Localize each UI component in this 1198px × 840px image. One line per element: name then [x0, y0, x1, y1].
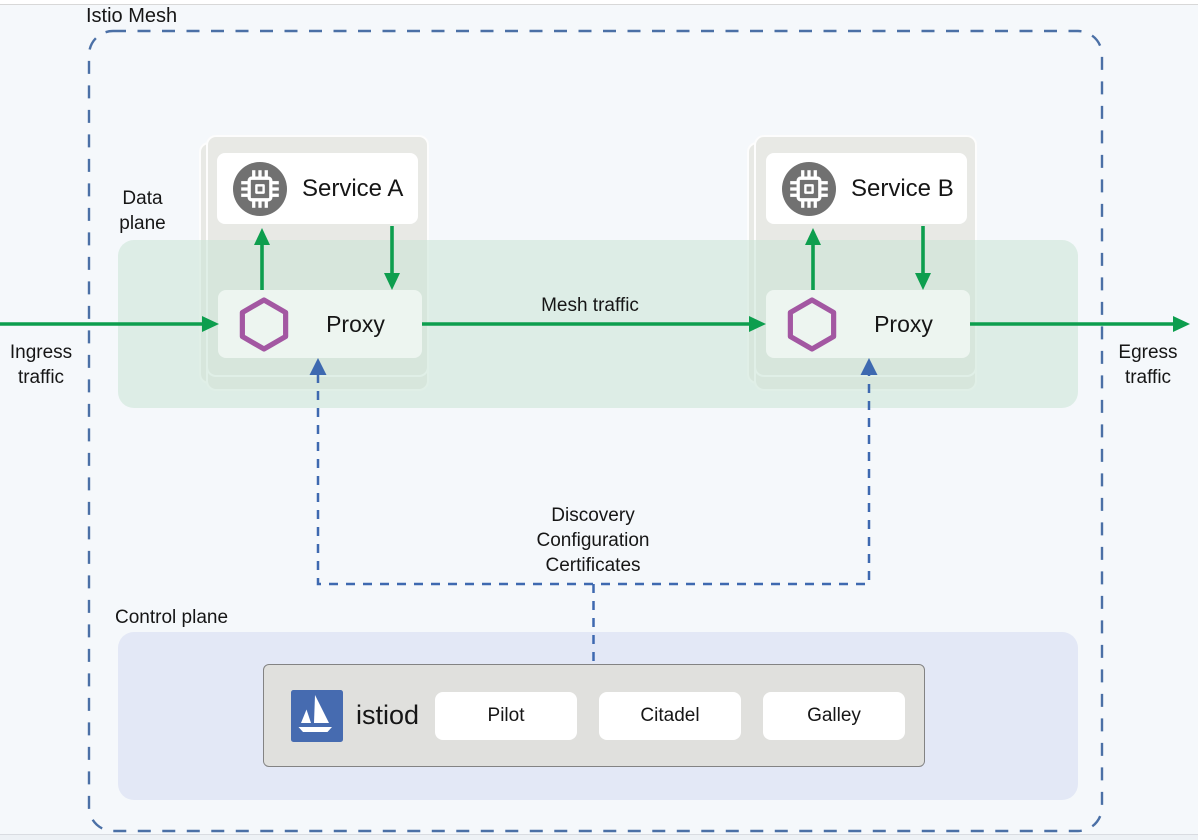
istiod-component-citadel: Citadel [599, 692, 741, 740]
service-a-label: Service A [302, 174, 404, 202]
cpu-chip-icon [233, 161, 287, 216]
bottom-edge-divider [0, 834, 1198, 840]
proxy-a-box: Proxy [218, 290, 422, 358]
egress-traffic-label: Egress traffic [1118, 342, 1178, 388]
istio-sailboat-logo [291, 690, 343, 742]
proxy-b-box: Proxy [766, 290, 970, 358]
control-plane-label: Control plane [115, 607, 229, 628]
service-a-card: Service A [217, 153, 418, 224]
proxy-b-label: Proxy [874, 310, 933, 337]
mesh-traffic-label: Mesh traffic [541, 295, 639, 316]
data-plane-label: Data plane [119, 188, 166, 234]
istiod-component-galley: Galley [763, 692, 905, 740]
service-b-card: Service B [766, 153, 967, 224]
discovery-label: Discovery [551, 505, 635, 526]
top-edge-divider [0, 0, 1198, 5]
istiod-label: istiod [356, 700, 420, 730]
istiod-box: istiod Pilot Citadel Galley [263, 664, 925, 767]
certificates-label: Certificates [545, 555, 641, 576]
ingress-traffic-label: Ingress traffic [9, 342, 73, 388]
proxy-a-label: Proxy [326, 310, 385, 337]
control-connection-labels: Discovery Configuration Certificates [493, 503, 693, 578]
envoy-hexagon-icon [239, 296, 289, 352]
istio-mesh-title: Istio Mesh [86, 5, 178, 27]
envoy-hexagon-icon [787, 296, 837, 352]
service-b-label: Service B [851, 174, 954, 202]
configuration-label: Configuration [536, 530, 650, 551]
cpu-chip-icon [782, 161, 836, 216]
istiod-component-pilot: Pilot [435, 692, 577, 740]
